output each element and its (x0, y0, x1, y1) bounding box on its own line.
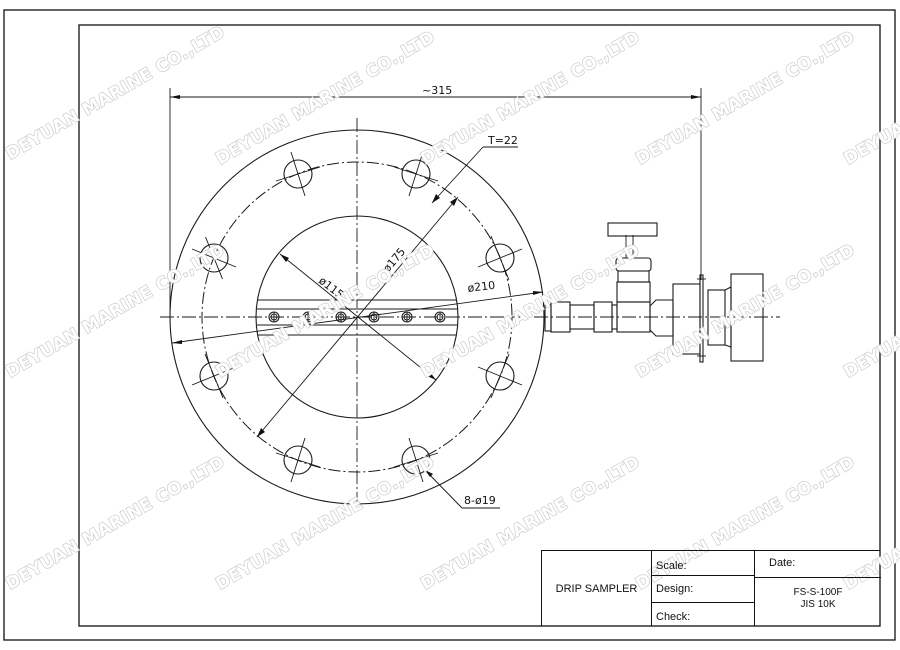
overall-length-label: ~315 (422, 84, 452, 97)
title-block-design: Design: (652, 576, 755, 603)
drip-strip (257, 299, 457, 336)
model-standard: JIS 10K (800, 599, 836, 610)
svg-text:DEYUAN MARINE CO.,LTD: DEYUAN MARINE CO.,LTD (213, 452, 439, 594)
svg-text:DEYUAN MARINE CO.,LTD: DEYUAN MARINE CO.,LTD (213, 27, 439, 169)
bolt-holes (191, 151, 523, 483)
title-block-date: Date: (755, 551, 881, 578)
title-block: DRIP SAMPLER Scale: Design: Check: Date:… (541, 550, 881, 626)
svg-text:DEYUAN MARINE CO.,LTD: DEYUAN MARINE CO.,LTD (3, 452, 229, 594)
title-block-check: Check: (652, 603, 755, 626)
svg-text:DEYUAN MARINE CO.,LTD: DEYUAN MARINE CO.,LTD (418, 27, 644, 169)
dim-thickness-label: T=22 (487, 134, 518, 147)
title-block-model: FS-S-100F JIS 10K (755, 578, 881, 626)
dim-bolt-holes: 8-ø19 (424, 469, 500, 509)
svg-text:DEYUAN MARINE CO.,LTD: DEYUAN MARINE CO.,LTD (3, 240, 229, 382)
dim-210: ø210 (171, 279, 544, 344)
dim-thickness: T=22 (431, 134, 518, 204)
valve-side-view (544, 222, 764, 363)
title-block-name: DRIP SAMPLER (542, 551, 652, 626)
valve-handle (607, 222, 658, 237)
svg-text:DEYUAN MARINE CO.,LTD: DEYUAN MARINE CO.,LTD (3, 22, 229, 164)
dim-bolt-holes-label: 8-ø19 (464, 494, 496, 507)
inner-frame (78, 24, 881, 627)
dim-210-label: ø210 (467, 279, 496, 295)
drip-holes (268, 311, 446, 323)
flange-front-view: ø115 ø175 ø210 T=22 8-ø19 (160, 118, 780, 509)
svg-text:DEYUAN MARINE CO.,LTD: DEYUAN MARINE CO.,LTD (418, 240, 644, 382)
title-block-scale: Scale: (652, 551, 755, 576)
outer-frame (3, 9, 896, 641)
model-number: FS-S-100F (793, 587, 843, 598)
watermarks: DEYUAN MARINE CO.,LTD DEYUAN MARINE CO.,… (2, 22, 900, 595)
overall-length-dimension: ~315 (169, 84, 702, 317)
svg-text:DEYUAN MARINE CO.,LTD: DEYUAN MARINE CO.,LTD (633, 27, 859, 169)
